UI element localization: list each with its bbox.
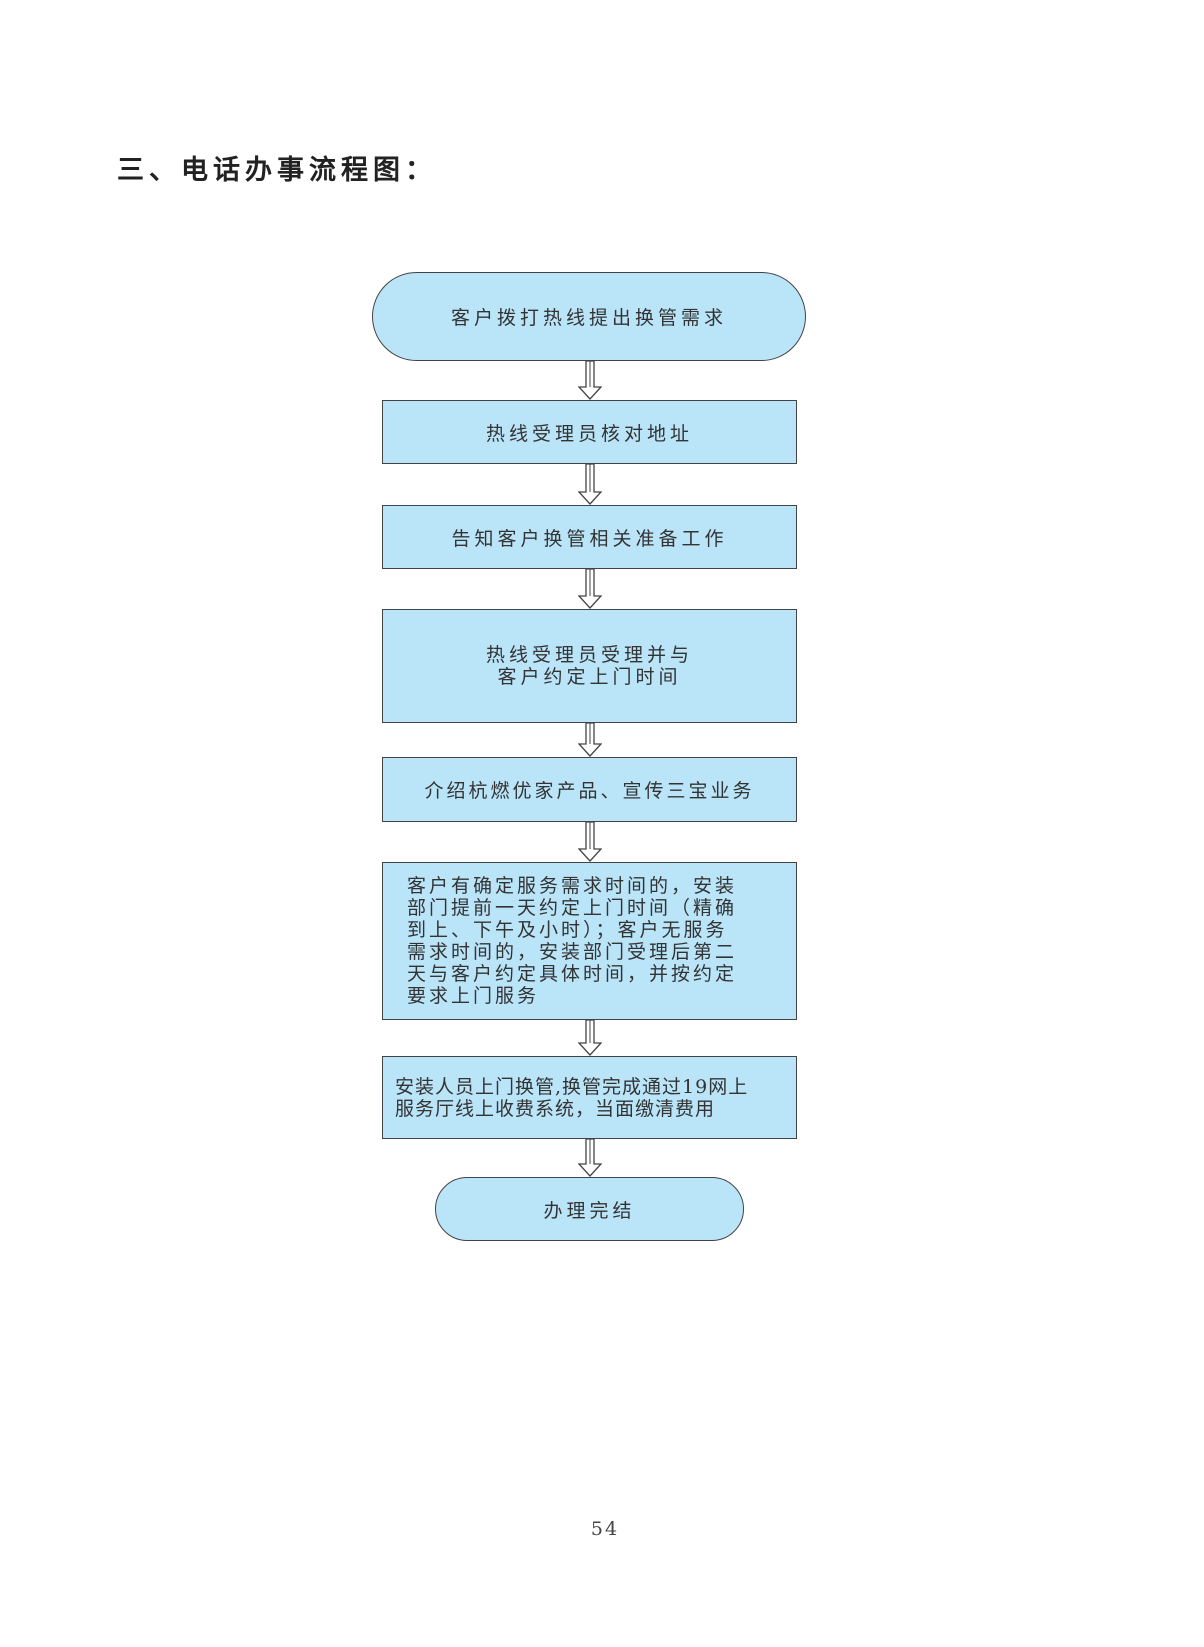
arrow-down-icon <box>578 822 602 862</box>
flow-step-install-payment: 安装人员上门换管,换管完成通过19网上 服务厅线上收费系统，当面缴清费用 <box>382 1056 797 1139</box>
arrow-down-icon <box>578 1020 602 1056</box>
arrow-down-icon <box>578 361 602 400</box>
flow-step-verify-address: 热线受理员核对地址 <box>382 400 797 464</box>
arrow-down-icon <box>578 723 602 757</box>
arrow-down-icon <box>578 1139 602 1177</box>
flow-start: 客户拨打热线提出换管需求 <box>372 272 806 361</box>
flow-end: 办理完结 <box>435 1177 744 1241</box>
page-number: 54 <box>590 1518 620 1540</box>
arrow-down-icon <box>578 464 602 505</box>
flow-step-service-time: 客户有确定服务需求时间的，安装 部门提前一天约定上门时间（精确 到上、下午及小时… <box>382 862 797 1020</box>
arrow-down-icon <box>578 569 602 609</box>
flow-step-schedule-visit: 热线受理员受理并与 客户约定上门时间 <box>382 609 797 723</box>
page-title: 三、电话办事流程图： <box>117 155 437 186</box>
flow-step-introduce-products: 介绍杭燃优家产品、宣传三宝业务 <box>382 757 797 822</box>
flow-step-inform-preparation: 告知客户换管相关准备工作 <box>382 505 797 569</box>
